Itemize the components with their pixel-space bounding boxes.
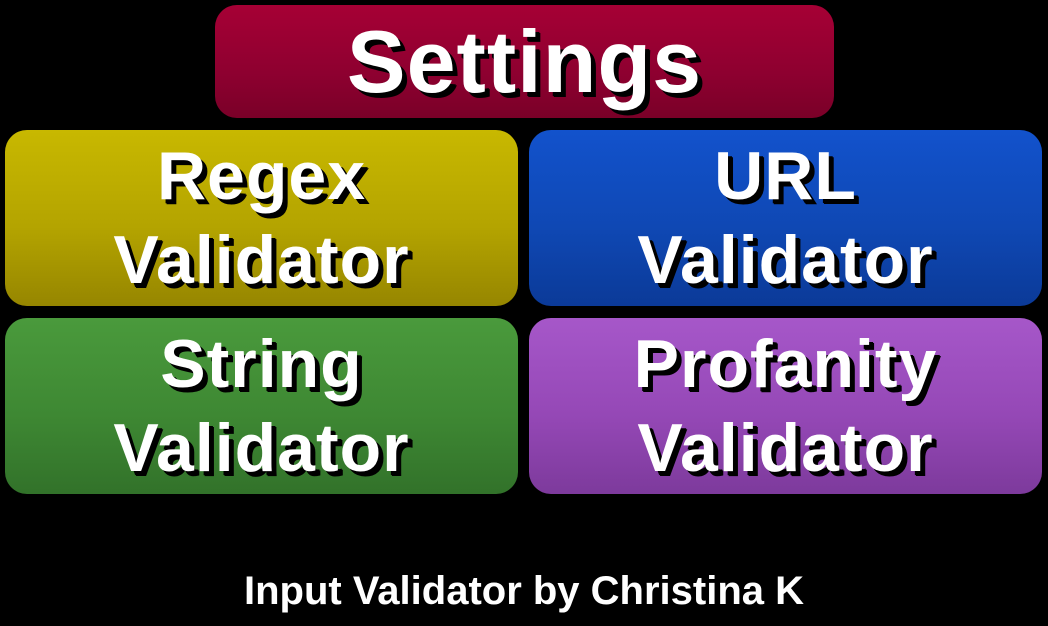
settings-button-label: Settings	[346, 11, 703, 111]
url-validator-label-line2: Validator	[637, 222, 934, 298]
regex-validator-label-line2: Validator	[113, 222, 410, 298]
regex-validator-label-line1: Regex	[156, 138, 367, 214]
profanity-validator-button[interactable]: Profanity Validator	[529, 318, 1042, 494]
profanity-validator-label-line1: Profanity	[633, 326, 938, 402]
profanity-validator-label-line2: Validator	[637, 410, 934, 486]
footer-credit: Input Validator by Christina K	[243, 569, 805, 613]
string-validator-label-line1: String	[160, 326, 363, 402]
string-validator-label-line2: Validator	[113, 410, 410, 486]
string-validator-button[interactable]: String Validator	[5, 318, 518, 494]
url-validator-button[interactable]: URL Validator	[529, 130, 1042, 306]
url-validator-label-line1: URL	[714, 138, 857, 214]
regex-validator-button[interactable]: Regex Validator	[5, 130, 518, 306]
settings-button[interactable]: Settings	[215, 5, 834, 118]
